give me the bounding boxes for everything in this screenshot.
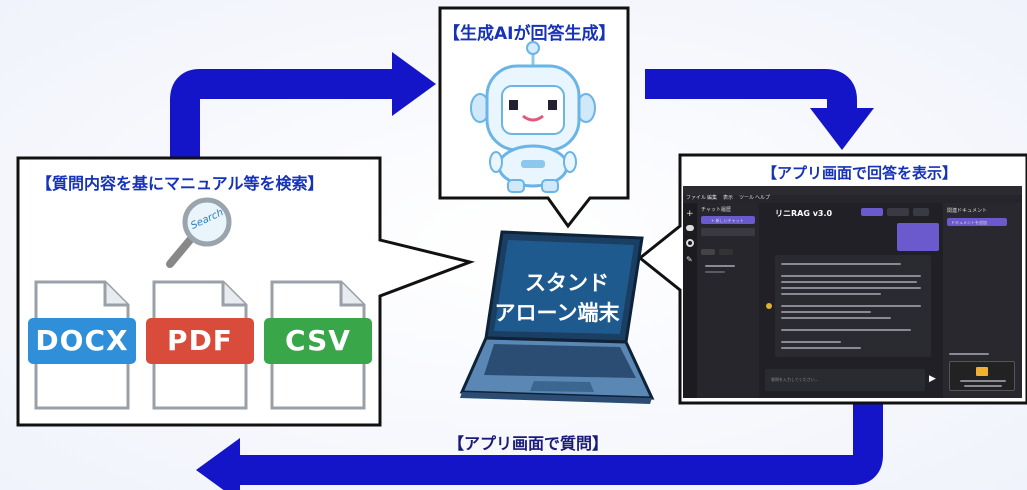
app-sidebar: チャット履歴 + 新しいチャット [697, 203, 759, 398]
header-button-2[interactable] [887, 208, 909, 216]
tab-chip-2[interactable] [719, 249, 733, 255]
docx-label: DOCX [35, 324, 129, 357]
add-document-button[interactable]: ドキュメントを追加 [947, 218, 1007, 226]
right-panel-heading: 関連ドキュメント [947, 208, 988, 214]
search-magnifier-icon [166, 197, 232, 268]
menu-file[interactable]: ファイル [686, 195, 707, 201]
menu-help[interactable]: ヘルプ [755, 195, 771, 201]
app-right-panel: 関連ドキュメント ドキュメントを追加 [943, 203, 1022, 398]
arrow-to-ai [170, 52, 436, 158]
add-icon[interactable]: + [686, 209, 694, 219]
app-titlebar [683, 186, 1022, 195]
docx-file-icon [28, 280, 136, 410]
header-button-1[interactable] [861, 208, 883, 216]
menu-edit[interactable]: 編集 [707, 195, 718, 201]
folder-icon [976, 367, 988, 376]
pdf-label: PDF [167, 324, 233, 357]
assistant-avatar [766, 303, 772, 309]
app-screenshot: ファイル 編集 表示 ツール ヘルプ + ✎ チャット履歴 + 新しいチャット … [683, 186, 1022, 398]
laptop-icon [459, 230, 655, 404]
header-button-3[interactable] [913, 208, 929, 216]
arrow-question [196, 404, 883, 490]
ai-response-bubble [775, 255, 931, 357]
laptop-text-line1: スタンド [525, 271, 609, 295]
send-icon[interactable]: ▶ [929, 374, 936, 384]
menu-tools[interactable]: ツール [739, 195, 755, 201]
display-callout-title: 【アプリ画面で回答を表示】 [762, 164, 958, 182]
app-title: リニRAG v3.0 [775, 209, 833, 218]
app-icon-rail: + ✎ [683, 203, 697, 398]
new-chat-button[interactable]: + 新しいチャット [701, 216, 755, 224]
chat-icon[interactable] [686, 225, 694, 231]
menu-view[interactable]: 表示 [723, 195, 734, 201]
robot-icon [470, 41, 596, 193]
arrow-to-display [645, 69, 874, 150]
chat-history-item[interactable] [701, 228, 755, 236]
ai-callout-title: 【生成AIが回答生成】 [443, 24, 616, 44]
tab-chip[interactable] [701, 249, 715, 255]
app-main-panel: リニRAG v3.0 質問を入力してください... ▶ [759, 203, 943, 398]
laptop-text-line2: アローン端末 [494, 301, 620, 325]
question-label: 【アプリ画面で質問】 [448, 434, 609, 453]
search-callout-title: 【質問内容を基にマニュアル等を検索】 [36, 174, 324, 193]
csv-label: CSV [285, 324, 351, 357]
sidebar-heading: チャット履歴 [701, 207, 731, 213]
pdf-file-icon [146, 280, 254, 410]
user-message-bubble [897, 223, 939, 251]
chat-input[interactable]: 質問を入力してください... [765, 369, 925, 391]
magic-icon[interactable]: ✎ [686, 255, 693, 264]
drop-zone[interactable] [949, 361, 1015, 391]
gear-icon[interactable] [686, 239, 694, 247]
app-menubar: ファイル 編集 表示 ツール ヘルプ [683, 195, 1022, 203]
csv-file-icon [264, 280, 372, 410]
